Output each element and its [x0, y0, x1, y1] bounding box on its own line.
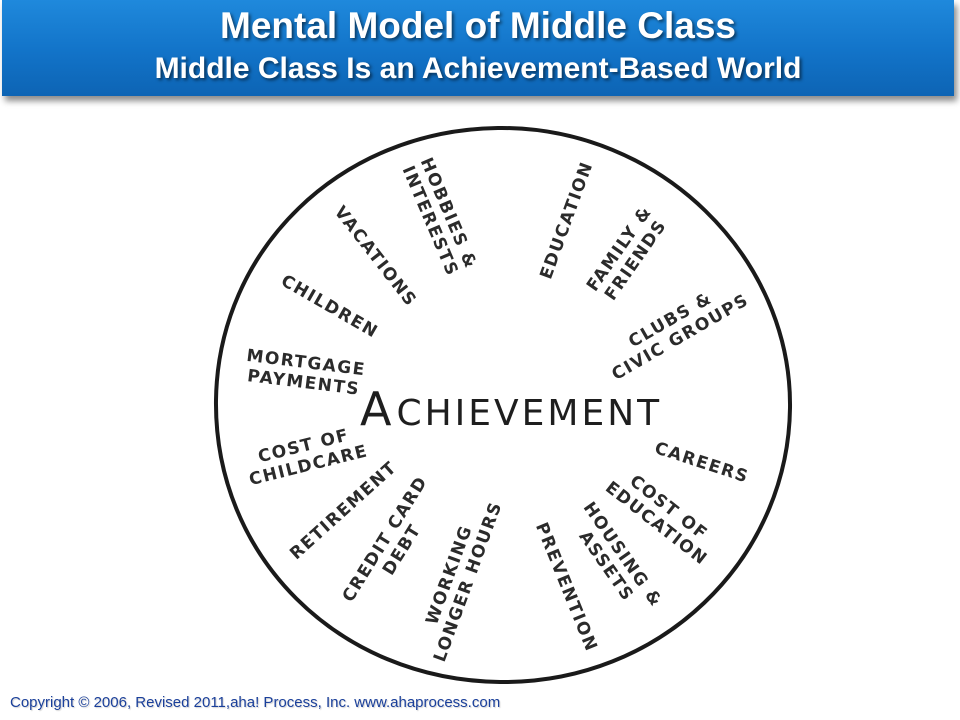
label-vacations-line1: VACATIONS	[330, 202, 421, 310]
title-banner: Mental Model of Middle Class Middle Clas…	[2, 0, 954, 96]
center-label-initial: A	[360, 382, 394, 436]
label-family: FAMILY & FRIENDS	[583, 202, 671, 304]
label-careers-line1: CAREERS	[652, 438, 751, 487]
outer-circle	[213, 125, 793, 685]
center-label: ACHIEVEMENT	[360, 382, 662, 436]
label-children-line1: CHILDREN	[277, 271, 381, 343]
label-hobbies: HOBBIES & INTERESTS	[398, 155, 481, 280]
center-label-rest: CHIEVEMENT	[396, 393, 662, 434]
label-careers: CAREERS	[652, 438, 751, 487]
slide-subtitle: Middle Class Is an Achievement-Based Wor…	[154, 52, 802, 85]
label-working: WORKING LONGER HOURS	[422, 499, 506, 665]
slide-title: Mental Model of Middle Class	[220, 5, 736, 46]
label-education: EDUCATION	[536, 159, 597, 282]
copyright-notice: Copyright © 2006, Revised 2011,aha! Proc…	[10, 694, 501, 711]
label-childcare: COST OF CHILDCARE	[247, 425, 370, 490]
label-education-line1: EDUCATION	[536, 159, 597, 282]
label-mortgage: MORTGAGE PAYMENTS	[245, 346, 367, 400]
label-vacations: VACATIONS	[330, 202, 421, 310]
label-children: CHILDREN	[277, 271, 381, 343]
